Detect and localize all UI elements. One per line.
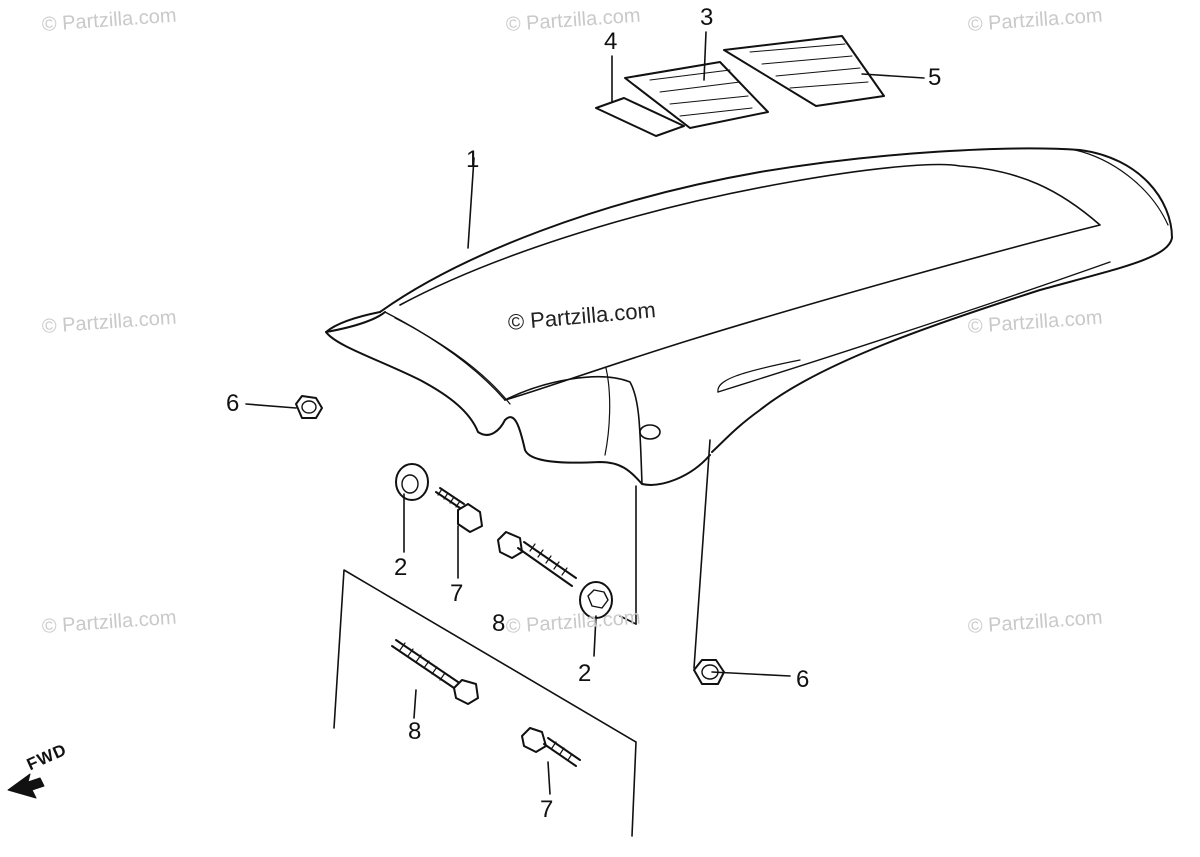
washer-part-2-lower (580, 582, 612, 618)
bolt-part-8-lower (392, 640, 478, 704)
callout-8: 8 (492, 610, 506, 637)
callout-2: 2 (394, 554, 408, 581)
rear-fender-part-1 (326, 148, 1172, 484)
callout-5: 5 (928, 64, 942, 91)
emblem-part-4 (596, 98, 684, 136)
callout-6: 6 (226, 390, 240, 417)
forward-arrow-icon (8, 774, 44, 798)
callout-2: 2 (578, 660, 592, 687)
bolt-part-7-upper (436, 488, 482, 532)
nut-part-6-right (694, 660, 724, 684)
callout-4: 4 (604, 28, 618, 55)
alternate-hardware-bracket (334, 570, 636, 836)
callout-1: 1 (466, 146, 480, 173)
callout-7: 7 (540, 796, 554, 823)
emblem-part-3 (625, 62, 768, 128)
emblem-part-5 (724, 36, 884, 106)
leader-lines (246, 32, 924, 794)
washer-part-2-upper (396, 464, 428, 500)
callout-6: 6 (796, 666, 810, 693)
bolt-part-7-lower (522, 728, 580, 766)
callout-8: 8 (408, 718, 422, 745)
bolt-part-8-upper (498, 532, 576, 586)
nut-part-6-left (296, 396, 322, 418)
callout-3: 3 (700, 4, 714, 31)
callout-7: 7 (450, 580, 464, 607)
